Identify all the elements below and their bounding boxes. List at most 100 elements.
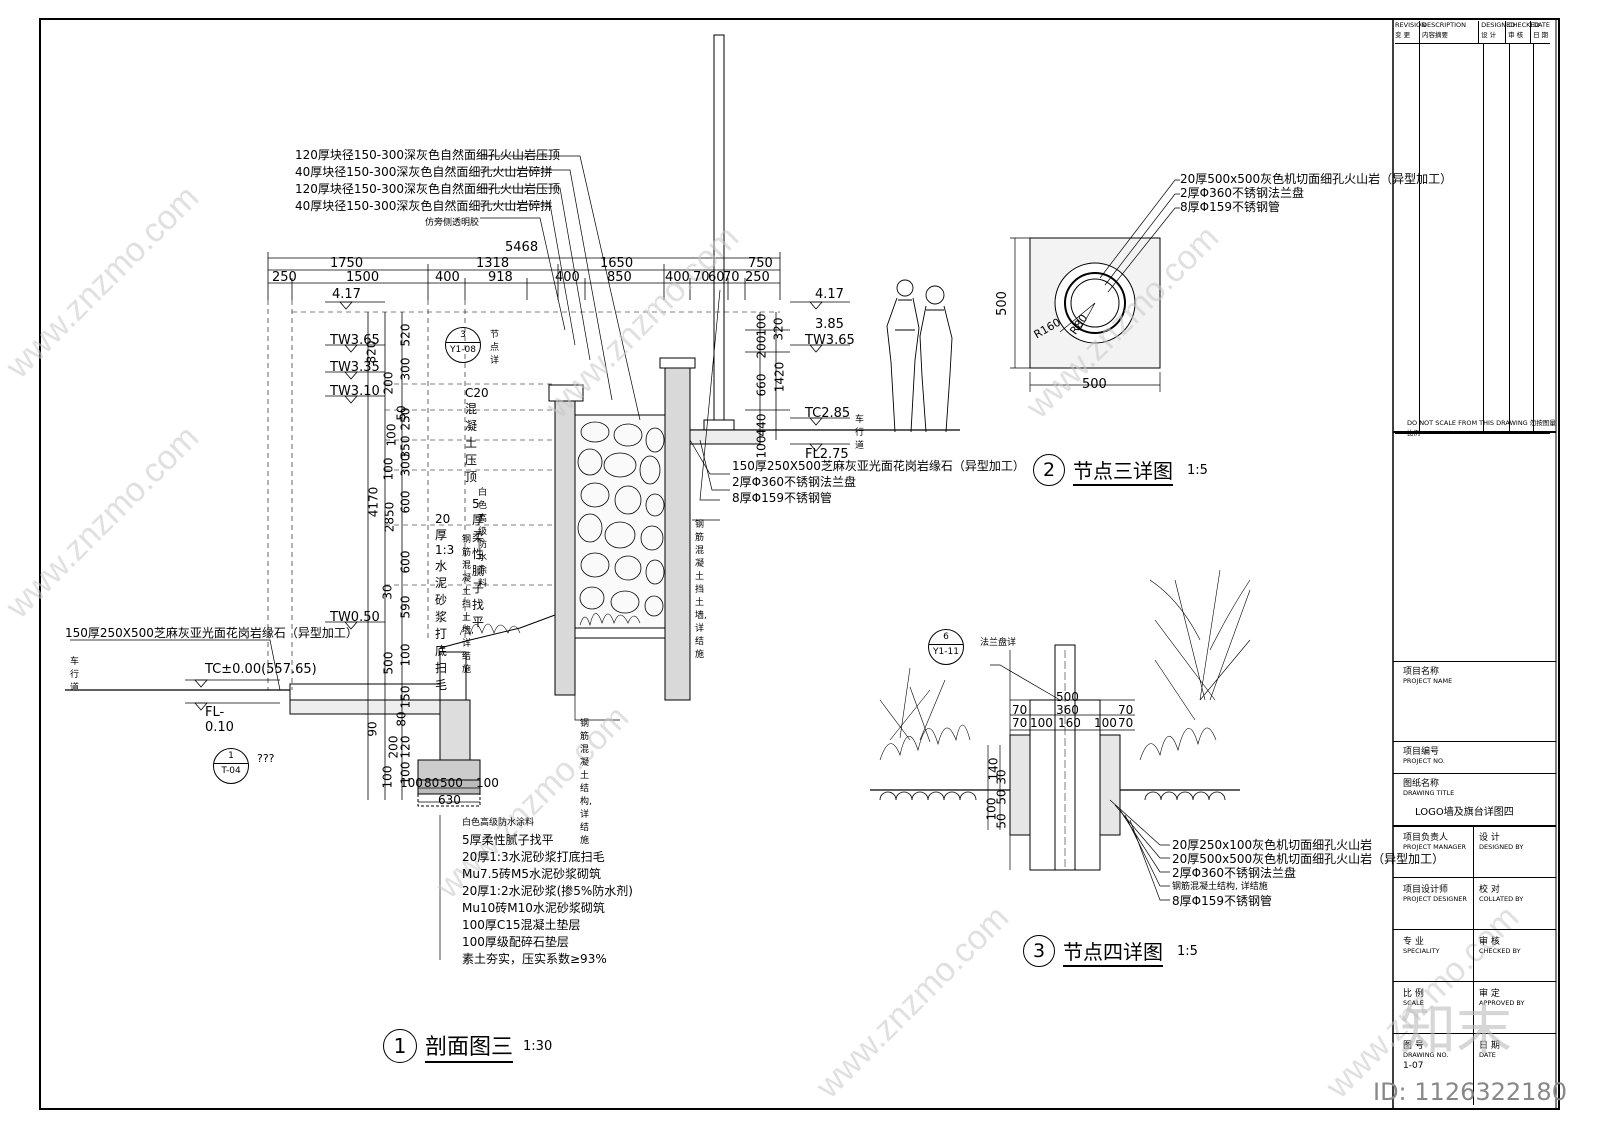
detail-ref-6-y1-11[interactable]: 6 Y1-11 bbox=[928, 629, 964, 665]
s3-callout-pipe: 8厚Φ159不锈钢管 bbox=[1172, 894, 1272, 908]
label-c20-coping: C20混凝土压顶 bbox=[465, 386, 489, 484]
layer-soil: 素土夯实，压实系数≥93% bbox=[462, 952, 607, 966]
s3-dim-50b: 50 bbox=[994, 813, 1009, 829]
layer-gravel: 100厚级配碎石垫层 bbox=[462, 935, 569, 949]
layer-plaster: 20厚1:3水泥砂浆打底扫毛 bbox=[462, 850, 605, 864]
rvdim-100: 100 bbox=[754, 313, 769, 337]
callout-sculpture: 仿旁侧透明胶 bbox=[425, 218, 480, 228]
dim-1318: 1318 bbox=[476, 256, 510, 271]
bdim-500: 500 bbox=[440, 776, 463, 790]
section-3-title: 节点四详图 bbox=[1063, 936, 1163, 967]
vdim-520: 520 bbox=[398, 323, 413, 347]
vdim-600a: 600 bbox=[398, 490, 413, 514]
s2-callout-stone: 20厚500x500灰色机切面细孔火山岩（异型加工） bbox=[1180, 172, 1453, 186]
level-tw3-65-right: TW3.65 bbox=[805, 333, 855, 348]
s2-callout-pipe: 8厚Φ159不锈钢管 bbox=[1180, 200, 1280, 214]
level-tw0-50: TW0.50 bbox=[330, 610, 380, 625]
callout-flange-1: 2厚Φ360不锈钢法兰盘 bbox=[732, 475, 856, 489]
rvdim-440: 440 bbox=[754, 413, 769, 437]
vdim-90: 90 bbox=[365, 721, 380, 737]
callout-cladding-2: 40厚块径150-300深灰色自然面细孔火山岩碎拼 bbox=[295, 199, 553, 213]
dim-1650: 1650 bbox=[600, 256, 634, 271]
layer-putty: 5厚柔性腻子找平 bbox=[462, 833, 554, 847]
rvdim-660: 660 bbox=[754, 373, 769, 397]
section-1-number: 1 bbox=[383, 1029, 417, 1063]
sheet-frame bbox=[39, 18, 1560, 1110]
vdim-590: 590 bbox=[398, 595, 413, 619]
callout-curb-right: 150厚250X500芝麻灰亚光面花岗岩缘石（异型加工） bbox=[732, 459, 1025, 473]
watermark-brand: 知末 bbox=[1400, 998, 1512, 1063]
layer-waterproof-mortar: 20厚1:2水泥砂浆(掺5%防水剂) bbox=[462, 884, 633, 898]
s3-dim-100a: 100 bbox=[1030, 716, 1053, 730]
dim-750: 750 bbox=[748, 256, 773, 271]
retaining-wall-2 bbox=[664, 364, 691, 701]
level-tc2-85: TC2.85 bbox=[805, 406, 851, 421]
vdim-100d: 100 bbox=[380, 765, 395, 789]
label-rc-wall: 钢筋混凝土挡土墙, 详结施 bbox=[462, 535, 474, 675]
dim-400c: 400 bbox=[665, 270, 690, 285]
rvdim-200: 200 bbox=[754, 335, 769, 359]
vdim-300: 300 bbox=[398, 357, 413, 381]
section-2-drawing bbox=[1010, 179, 1180, 392]
label-rc-wall-2: 钢筋混凝土挡土墙, 详结施 bbox=[695, 520, 707, 660]
stone-infill bbox=[574, 414, 666, 636]
s3-callout-flange: 2厚Φ360不锈钢法兰盘 bbox=[1172, 866, 1296, 880]
callout-pipe-1: 8厚Φ159不锈钢管 bbox=[732, 491, 832, 505]
section-1-scale: 1:30 bbox=[523, 1038, 553, 1054]
s3-dim-30: 30 bbox=[994, 769, 1009, 785]
label-node-detail: 节点详 bbox=[490, 330, 500, 366]
vdim-150: 150 bbox=[398, 685, 413, 709]
drawing-title-label: 图纸名称 DRAWING TITLE bbox=[1403, 779, 1455, 797]
section-2-title-block: 2 节点三详图 1:5 bbox=[1033, 454, 1208, 486]
label-rc-structure: 钢筋混凝土结构, 详结施 bbox=[580, 719, 592, 846]
project-no-label: 项目编号 PROJECT NO. bbox=[1403, 747, 1445, 765]
dim-250b: 250 bbox=[745, 270, 770, 285]
section-3-number: 3 bbox=[1023, 935, 1055, 967]
callout-cladding-1: 40厚块径150-300深灰色自然面细孔火山岩碎拼 bbox=[295, 165, 553, 179]
label-road-right: 车行道 bbox=[855, 415, 865, 451]
vdim-4170: 4170 bbox=[366, 486, 381, 518]
section-1-title-block: 1 剖面图三 1:30 bbox=[383, 1029, 552, 1063]
level-tw3-35: TW3.35 bbox=[330, 360, 380, 375]
section-3-scale: 1:5 bbox=[1177, 943, 1198, 959]
dim-400b: 400 bbox=[555, 270, 580, 285]
label-unknown: ??? bbox=[257, 752, 275, 765]
section-2-number: 2 bbox=[1033, 454, 1065, 486]
layer-brick-m5: Mu7.5砖M5水泥砂浆砌筑 bbox=[462, 867, 602, 881]
dim-60: 60 bbox=[708, 270, 725, 285]
level-4-17-right: 4.17 bbox=[815, 287, 844, 302]
dim-70a: 70 bbox=[693, 270, 710, 285]
dim-1500: 1500 bbox=[346, 270, 380, 285]
vdim-500: 500 bbox=[381, 651, 396, 675]
section-2-title: 节点三详图 bbox=[1073, 455, 1173, 486]
detail-ref-3-y1-08[interactable]: 3 Y1-08 bbox=[445, 327, 481, 363]
layer-waterproof: 白色高级防水涂料 bbox=[462, 818, 535, 828]
callout-coping-2: 120厚块径150-300深灰色自然面细孔火山岩压顶 bbox=[295, 182, 561, 196]
detail-ref-1-t-04[interactable]: 1 T-04 bbox=[213, 748, 249, 784]
vdim-2850: 2850 bbox=[382, 501, 397, 533]
s2-dim-vert: 500 bbox=[994, 291, 1010, 316]
section-1-title: 剖面图三 bbox=[425, 1029, 514, 1063]
vdim-300b: 300 bbox=[398, 453, 413, 477]
dim-850: 850 bbox=[607, 270, 632, 285]
section-1-drawing bbox=[65, 34, 960, 960]
rvdim-1420: 1420 bbox=[772, 361, 787, 393]
level-tc-0: TC±0.00(557.65) bbox=[205, 662, 317, 677]
s2-dim-r160: R160 bbox=[1031, 315, 1063, 342]
vdim-80: 80 bbox=[394, 711, 409, 727]
dim-total: 5468 bbox=[505, 240, 539, 255]
vdim-200: 200 bbox=[381, 371, 396, 395]
s3-dim-360: 360 bbox=[1056, 703, 1079, 717]
bdim-100b: 100 bbox=[476, 776, 499, 790]
dim-70b: 70 bbox=[723, 270, 740, 285]
s2-dim-horiz: 500 bbox=[1082, 377, 1107, 392]
project-name-label: 项目名称 PROJECT NAME bbox=[1403, 667, 1453, 685]
